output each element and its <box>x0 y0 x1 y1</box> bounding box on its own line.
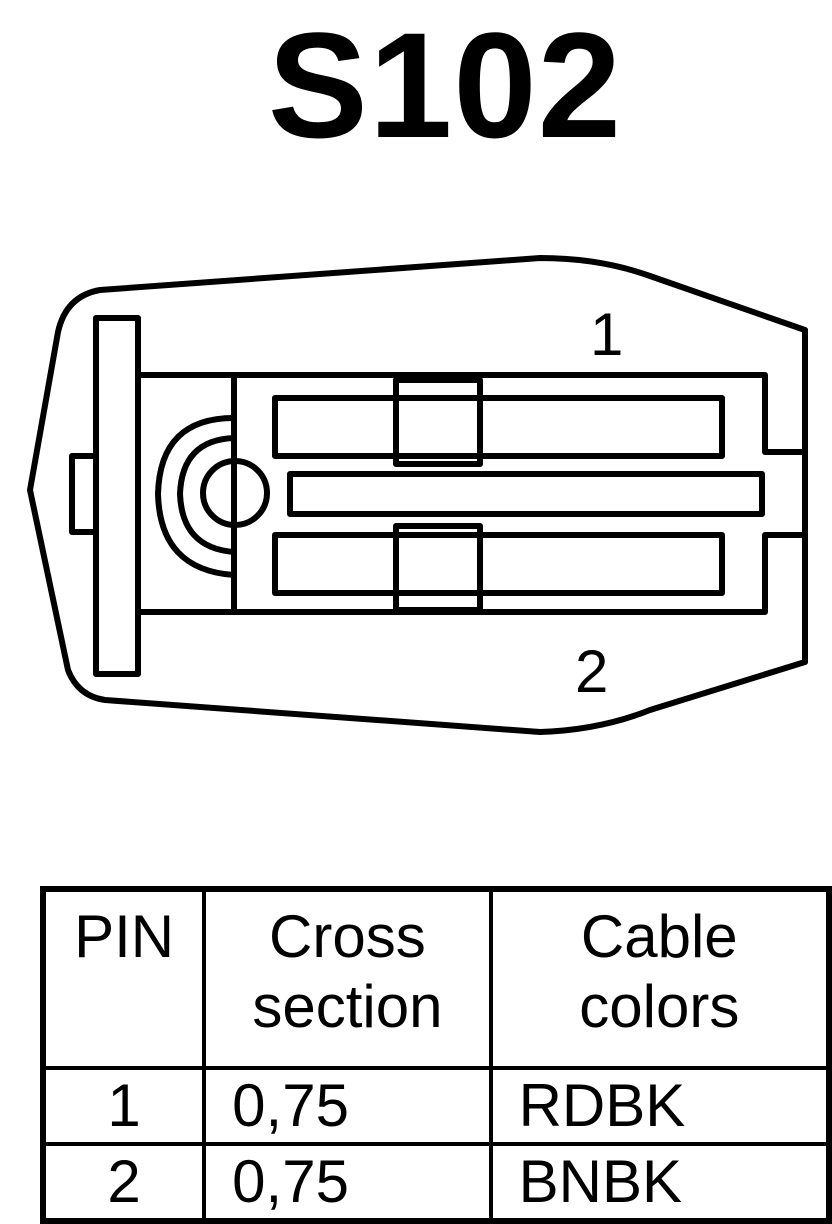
table-header-row: PIN Cross section Cable colors <box>40 887 832 1070</box>
cell-pin: 1 <box>40 1066 207 1146</box>
locking-bar <box>93 315 141 677</box>
cell-cable-color: BNBK <box>488 1142 832 1223</box>
header-pin: PIN <box>40 887 207 1070</box>
header-cross-section-line-1: Cross <box>269 903 426 970</box>
latch-arc <box>155 415 237 578</box>
pin-label-1: 1 <box>590 301 623 368</box>
pin-assignment-table: PIN Cross section Cable colors 1 0,75 RD… <box>40 886 832 1224</box>
header-cross-section: Cross section <box>202 887 493 1070</box>
inner-frame <box>138 372 805 615</box>
pin-label-2: 2 <box>575 638 608 705</box>
terminal-clip-1 <box>393 377 483 467</box>
connector-diagram: 1 2 <box>27 255 808 735</box>
header-cable-colors-line-1: Cable <box>580 903 738 970</box>
header-cable-colors-line-2: colors <box>579 973 740 1040</box>
terminal-clip-2 <box>393 523 483 613</box>
terminal-slot-1 <box>272 395 725 459</box>
connector-title: S102 <box>267 1 623 169</box>
cell-cross-section: 0,75 <box>202 1142 493 1223</box>
table-row: 2 0,75 BNBK <box>40 1142 832 1223</box>
center-rail <box>287 471 765 517</box>
header-cross-section-line-2: section <box>252 973 443 1040</box>
table-row: 1 0,75 RDBK <box>40 1066 832 1146</box>
cell-pin: 2 <box>40 1142 207 1223</box>
cell-cross-section: 0,75 <box>202 1066 493 1146</box>
locking-tab <box>69 453 99 535</box>
housing-outline <box>27 255 808 735</box>
cell-cable-color: RDBK <box>488 1066 832 1146</box>
terminal-slot-2 <box>272 532 725 596</box>
coding-circle <box>200 458 270 528</box>
header-cable-colors: Cable colors <box>488 887 832 1070</box>
